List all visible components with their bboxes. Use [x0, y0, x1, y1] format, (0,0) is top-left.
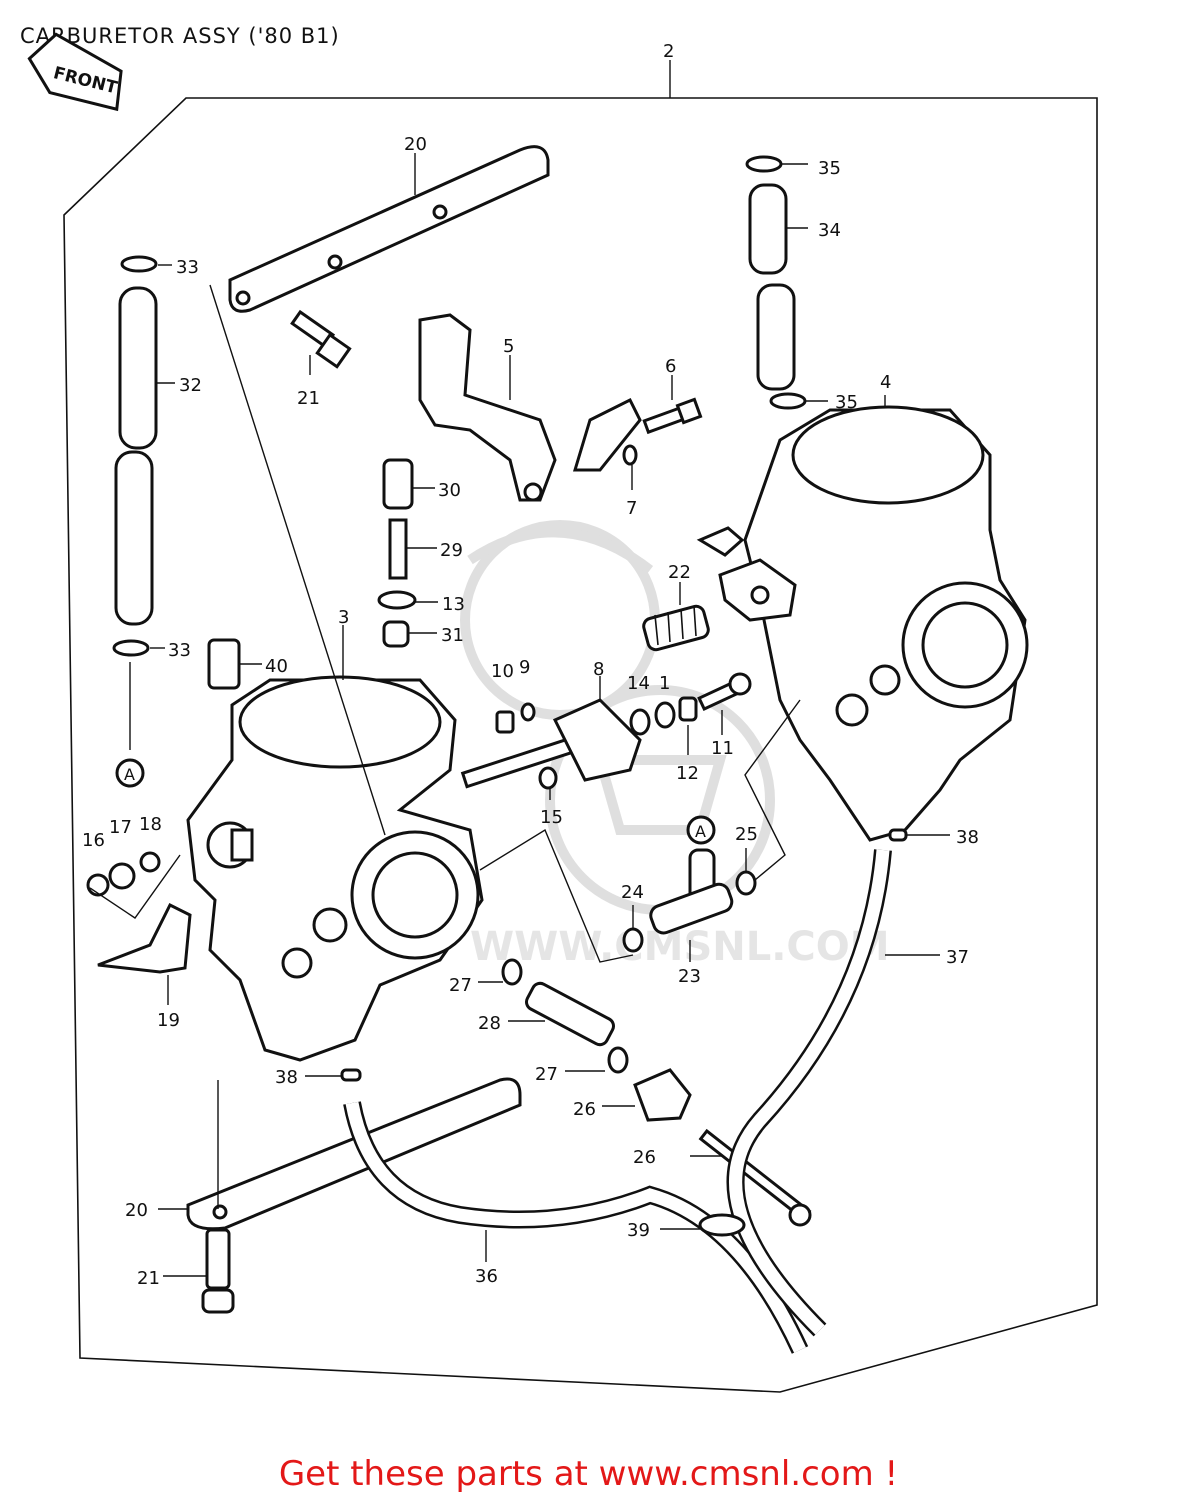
- label-4: 4: [880, 372, 891, 393]
- label-21-top: 21: [297, 388, 320, 409]
- label-11: 11: [711, 738, 734, 759]
- callout-a-right: [686, 815, 716, 845]
- label-27-top: 27: [449, 975, 472, 996]
- washer-15: [538, 766, 558, 790]
- callout-a-left: [115, 758, 145, 788]
- label-33-bottom: 33: [168, 640, 191, 661]
- label-22: 22: [668, 562, 691, 583]
- washer-17: [108, 862, 136, 890]
- label-25: 26: [573, 1099, 596, 1120]
- callout-a-left-label: A: [124, 765, 135, 784]
- label-20-top: 20: [404, 134, 427, 155]
- label-6: 6: [665, 356, 676, 377]
- label-31: 31: [441, 625, 464, 646]
- lever-19: [97, 902, 192, 974]
- label-35-top: 35: [818, 158, 841, 179]
- fuel-tee-23: [649, 848, 734, 935]
- seal-18: [139, 851, 161, 873]
- callout-a-right-label: A: [695, 822, 706, 841]
- label-35-bottom: 35: [835, 392, 858, 413]
- label-7: 7: [626, 498, 637, 519]
- ring-1: [654, 701, 676, 729]
- footer-cta[interactable]: Get these parts at www.cmsnl.com !: [0, 1454, 1177, 1494]
- screw-top: [290, 309, 352, 369]
- footer-cta-text[interactable]: Get these parts at www.cmsnl.com !: [278, 1454, 899, 1494]
- washer-14: [629, 708, 651, 736]
- label-36: 36: [475, 1266, 498, 1287]
- label-32: 32: [179, 375, 202, 396]
- label-40: 40: [265, 656, 288, 677]
- label-15: 15: [540, 807, 563, 828]
- carburetor-holder-plate-top: [228, 145, 550, 313]
- label-29: 29: [440, 540, 463, 561]
- label-24-left: 24: [621, 882, 644, 903]
- label-38-left: 38: [275, 1067, 298, 1088]
- o-ring-24-right: [735, 870, 757, 896]
- label-33-top: 33: [176, 257, 199, 278]
- label-14: 14: [627, 673, 650, 694]
- label-13: 13: [442, 594, 465, 615]
- clip-39: [698, 1213, 746, 1237]
- o-ring-27-top: [501, 958, 523, 986]
- screw-10: [495, 710, 515, 734]
- throttle-lever: [696, 526, 797, 622]
- label-20-bottom: 20: [125, 1200, 148, 1221]
- screw-bottom: [201, 1228, 235, 1314]
- o-ring-27-bottom: [607, 1046, 629, 1074]
- label-5: 5: [503, 336, 514, 357]
- fitting-25: [633, 1068, 692, 1122]
- label-9: 9: [519, 657, 530, 678]
- part-number-labels: 2 20 35 34 33 5 6 32 4 21 35 30 7 29 22 …: [82, 41, 979, 1289]
- link-shaft: [460, 698, 642, 789]
- screw-6: [642, 397, 703, 435]
- label-28: 28: [478, 1013, 501, 1034]
- label-30: 30: [438, 480, 461, 501]
- label-27-bottom: 27: [535, 1064, 558, 1085]
- label-2: 2: [663, 41, 674, 62]
- assembly-outline: [63, 97, 1098, 1393]
- label-17: 17: [109, 817, 132, 838]
- watermark-url: WWW.CMSNL.COM: [470, 924, 890, 970]
- label-12: 12: [676, 763, 699, 784]
- vent-hose-right: [745, 155, 807, 410]
- spring-28: [525, 981, 615, 1047]
- o-ring-24-left: [622, 927, 644, 953]
- plug-38-right: [888, 828, 908, 842]
- label-10: 10: [491, 661, 514, 682]
- label-8: 8: [593, 659, 604, 680]
- label-3: 3: [338, 607, 349, 628]
- label-23: 23: [678, 966, 701, 987]
- bolt-26: [698, 1128, 812, 1227]
- nut-16: [86, 873, 110, 897]
- screw-11: [697, 672, 752, 712]
- label-37: 37: [946, 947, 969, 968]
- washer-7: [622, 444, 638, 466]
- label-34: 34: [818, 220, 841, 241]
- washer-9: [520, 702, 536, 722]
- label-38-right: 38: [956, 827, 979, 848]
- label-18: 18: [139, 814, 162, 835]
- label-26: 26: [633, 1147, 656, 1168]
- filter-40: [207, 638, 241, 690]
- front-arrow-icon: FRONT: [27, 32, 123, 112]
- label-1: 1: [659, 673, 670, 694]
- label-39: 39: [627, 1220, 650, 1241]
- label-21-bottom: 21: [137, 1268, 160, 1289]
- label-19: 19: [157, 1010, 180, 1031]
- throttle-bracket: [418, 313, 642, 502]
- vent-hose-left: [112, 255, 158, 657]
- spring-12: [678, 696, 698, 722]
- carburetor-right: [743, 405, 1029, 842]
- label-16: 16: [82, 830, 105, 851]
- spring-22: [642, 604, 710, 652]
- carburetor-holder-plate-bottom: [186, 1077, 522, 1231]
- pilot-screw-set: [377, 458, 417, 648]
- label-24-right: 25: [735, 824, 758, 845]
- plug-38-left: [340, 1068, 362, 1082]
- carburetor-left: [186, 675, 484, 1062]
